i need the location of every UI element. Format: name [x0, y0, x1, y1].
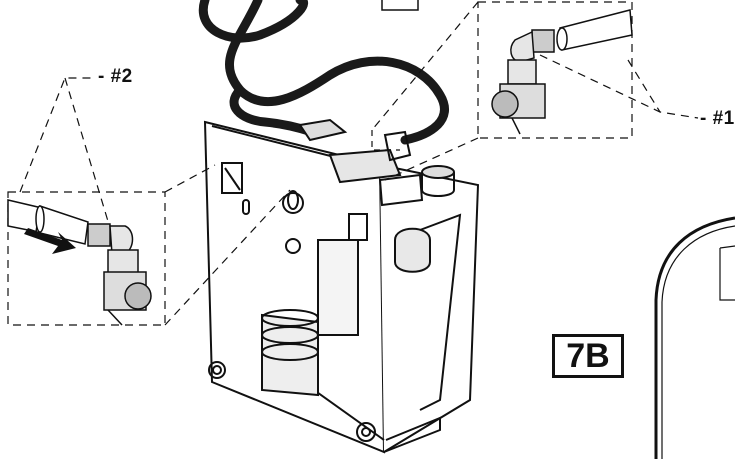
next-panel-outline	[654, 216, 735, 459]
chassis	[203, 118, 480, 454]
black-hose	[198, 0, 449, 145]
detail-inset-2	[7, 77, 291, 326]
box-edge	[381, 0, 419, 11]
step-label: 7B	[566, 336, 610, 375]
step-badge: 7B	[552, 334, 624, 378]
detail-inset-1	[371, 1, 699, 181]
callout-label-2: - #2	[98, 66, 133, 87]
callout-label-1: - #1	[700, 108, 735, 129]
